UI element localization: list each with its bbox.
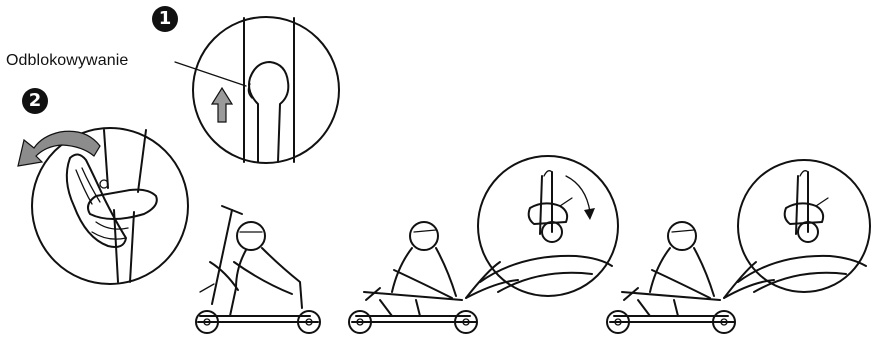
scooter-scene-2 [349,222,477,333]
scooter-scene-1 [196,206,320,333]
hinge-detail-circle-2 [724,160,870,298]
hinge-detail-circle-1 [466,156,618,298]
lever-detail-circle [32,128,188,284]
scooter-scene-3 [607,222,735,333]
latch-detail-circle [193,17,339,163]
callout-leader-line [175,62,246,86]
curved-down-arrow-icon [566,176,595,220]
rotate-arrow-icon [18,131,100,166]
up-arrow-icon [212,88,232,122]
